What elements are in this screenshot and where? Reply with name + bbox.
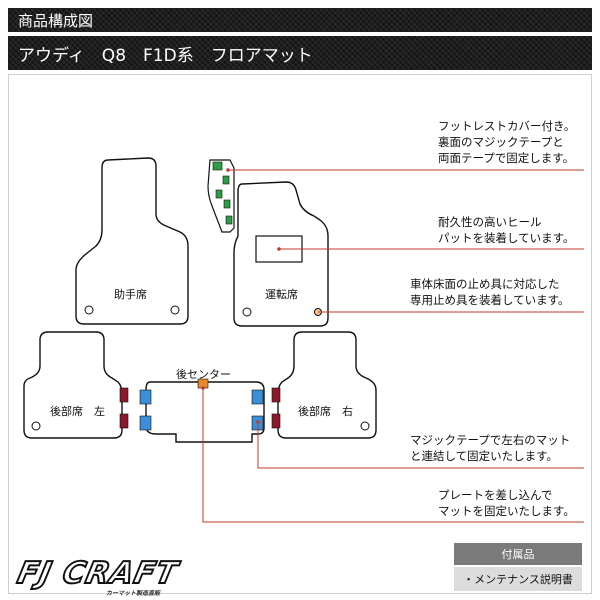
rear-right-fastener [360, 421, 370, 431]
model-band: アウディ Q8 F1D系 フロアマット [8, 36, 592, 70]
driver-fastener-left [242, 307, 252, 317]
footrest-velcro-1 [212, 161, 223, 171]
footrest-velcro-4 [223, 199, 231, 209]
driver-label: 運転席 [265, 288, 298, 301]
note-heel-pad: 耐久性の高いヒール パットを装着しています。 [438, 215, 575, 245]
rear-left-fastener [31, 421, 41, 431]
logo-text: FJ CRAFT [13, 555, 182, 592]
center-velcro-left-2 [139, 415, 152, 431]
rear-right-label: 後部席 右 [298, 405, 353, 418]
rear-center-mat [145, 381, 265, 443]
passenger-fastener-left [84, 305, 94, 315]
accessories-item: ・メンテナンス説明書 [454, 567, 582, 591]
passenger-label: 助手席 [114, 288, 147, 301]
rear-center-label: 後センター [176, 368, 231, 381]
callout-dots [201, 168, 281, 424]
passenger-mat [75, 157, 189, 325]
footrest-velcro-5 [225, 215, 233, 225]
center-velcro-right-1 [251, 389, 264, 405]
note-plate: プレートを差し込んで マットを固定いたします。 [438, 488, 575, 518]
logo-subtext: カーマット製造直販 [106, 590, 161, 597]
callout-plate [202, 388, 584, 523]
rear-left-mat [23, 331, 123, 439]
callout-velcro [257, 422, 584, 469]
note-fastener: 車体床面の止め具に対応した 専用止め具を装着しています。 [410, 277, 570, 307]
rear-left-label: 後部席 左 [50, 405, 105, 418]
note-velcro: マジックテープで左右のマット と連結して固定いたします。 [410, 433, 571, 463]
center-velcro-left-1 [139, 389, 152, 405]
rear-left-fastener-tab-2 [119, 413, 129, 429]
rear-right-fastener-tab-2 [271, 413, 281, 429]
page-title: 商品構成図 [18, 11, 94, 30]
rear-left-fastener-tab-1 [119, 387, 129, 403]
brand-logo: FJ CRAFT カーマット製造直販 [13, 555, 188, 597]
rear-right-fastener-tab-1 [271, 387, 281, 403]
rear-right-mat [277, 331, 377, 439]
footrest-velcro-3 [215, 189, 223, 199]
model-title: アウディ Q8 F1D系 フロアマット [18, 45, 313, 66]
title-band: 商品構成図 [8, 8, 592, 32]
footrest-velcro-2 [222, 175, 230, 185]
passenger-fastener-right [170, 305, 180, 315]
note-footrest: フットレストカバー付き。 裏面のマジックテープと 両面テープで固定します。 [438, 119, 576, 165]
callout-lines [202, 169, 584, 523]
accessories-header: 付属品 [454, 543, 582, 565]
